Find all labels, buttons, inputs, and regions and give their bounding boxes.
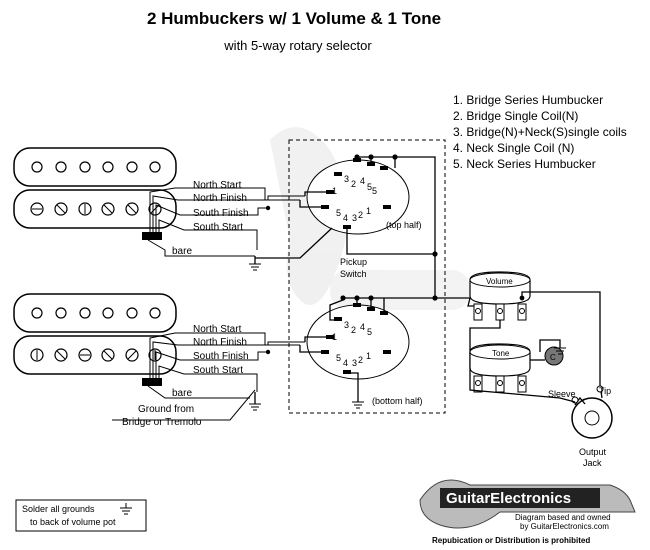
lug-number: 3 — [344, 174, 349, 184]
solder-note: Solder all grounds to back of volume pot — [15, 499, 147, 532]
position-legend: 1. Bridge Series Humbucker 2. Bridge Sin… — [453, 93, 627, 171]
lug-number: 4 — [343, 358, 348, 368]
ground-icon — [249, 256, 261, 271]
jack-label-line2: Jack — [583, 458, 602, 468]
diagram-subtitle: with 5-way rotary selector — [223, 38, 372, 53]
ground-icon — [554, 347, 566, 355]
wire-label: bare — [172, 246, 192, 257]
wire-label: North Finish — [193, 337, 247, 348]
pickup-pole-icon — [31, 161, 161, 173]
switch-label-line2: Switch — [340, 269, 367, 279]
ground-note-line1: Ground from — [138, 404, 194, 415]
lug-number: 4 — [360, 322, 365, 332]
lug-number: 5 — [367, 327, 372, 337]
ground-note-line2: Bridge or Tremolo — [122, 417, 202, 428]
legend-item: 5. Neck Series Humbucker — [453, 157, 596, 171]
lug-number: 4 — [360, 176, 365, 186]
lug-number: 1 — [332, 186, 337, 196]
lug-number: 1 — [366, 351, 371, 361]
ground-icon — [352, 395, 364, 409]
tone-label: Tone — [492, 349, 510, 358]
wire-label: bare — [172, 388, 192, 399]
tone-pot: Tone — [469, 339, 561, 393]
diagram-title: 2 Humbuckers w/ 1 Volume & 1 Tone — [147, 9, 441, 28]
pickup-pole-icon — [31, 307, 161, 319]
switch-label-line1: Pickup — [340, 257, 367, 267]
wire-label: South Finish — [193, 351, 249, 362]
switch-half-label: (bottom half) — [372, 396, 423, 406]
lug-number: 2 — [358, 355, 363, 365]
brand-line2: by GuitarElectronics.com — [520, 522, 609, 531]
rotary-switch-top: 3 2 4 5 5 1 5 4 3 2 1 (top half) — [306, 158, 422, 235]
lug-number: 3 — [344, 320, 349, 330]
top-pickup-leads: North Start North Finish South Finish So… — [147, 180, 305, 257]
bridge-ground-lead: Ground from Bridge or Tremolo — [112, 389, 256, 428]
bottom-pickup-leads: North Start North Finish South Finish So… — [147, 324, 305, 399]
lug-number: 3 — [352, 213, 357, 223]
wire-label: South Start — [193, 365, 243, 376]
brand-line3: Repubication or Distribution is prohibit… — [432, 536, 590, 545]
switch-half-label: (top half) — [386, 220, 422, 230]
legend-item: 3. Bridge(N)+Neck(S)single coils — [453, 125, 627, 139]
lug-number: 1 — [332, 332, 337, 342]
wire-label: South Finish — [193, 208, 249, 219]
wire-label: North Start — [193, 180, 242, 191]
pickup-screw-icon — [30, 348, 162, 362]
jack-label-line1: Output — [579, 447, 607, 457]
humbucker-pickup-top — [13, 147, 177, 240]
lug-number: 3 — [352, 358, 357, 368]
switch-wiring — [255, 154, 470, 395]
lug-number: 2 — [351, 179, 356, 189]
sleeve-label: Sleeve — [548, 389, 576, 399]
ground-icon — [249, 392, 261, 411]
legend-item: 2. Bridge Single Coil(N) — [453, 109, 578, 123]
legend-item: 4. Neck Single Coil (N) — [453, 141, 574, 155]
lug-number: 2 — [351, 325, 356, 335]
rotary-switch-bottom: 3 2 4 5 1 5 4 3 2 1 (bottom half) — [306, 303, 423, 406]
lug-number: 2 — [358, 210, 363, 220]
output-jack: Sleeve Tip Output Jack — [469, 368, 613, 468]
capacitor-label: C — [550, 353, 556, 362]
brand-logo: GuitarElectronics Diagram based and owne… — [419, 479, 636, 545]
lug-number: 5 — [367, 182, 372, 192]
lug-number: 5 — [336, 208, 341, 218]
solder-note-line2: to back of volume pot — [30, 517, 116, 527]
ground-icon — [120, 503, 132, 515]
humbucker-pickup-bottom — [13, 293, 177, 386]
pickup-screw-icon — [30, 202, 162, 216]
lug-number: 4 — [343, 213, 348, 223]
tip-label: Tip — [599, 386, 611, 396]
brand-name: GuitarElectronics — [446, 490, 571, 507]
solder-note-line1: Solder all grounds — [22, 504, 95, 514]
legend-item: 1. Bridge Series Humbucker — [453, 93, 603, 107]
switch-boundary — [288, 139, 446, 414]
lug-number: 5 — [336, 353, 341, 363]
brand-line1: Diagram based and owned — [515, 513, 611, 522]
volume-pot: Volume — [467, 271, 601, 385]
wire-label: South Start — [193, 222, 243, 233]
wire-label: North Start — [193, 324, 242, 335]
lug-number: 1 — [366, 206, 371, 216]
lug-number: 5 — [372, 186, 377, 196]
capacitor-icon: C — [544, 346, 564, 366]
volume-label: Volume — [486, 277, 513, 286]
wire-label: North Finish — [193, 193, 247, 204]
